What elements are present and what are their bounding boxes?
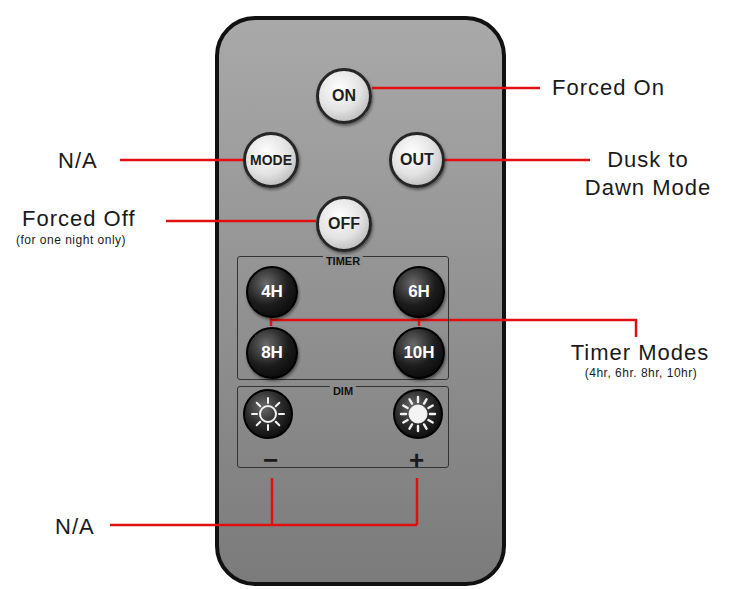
dim-plus-button <box>394 390 442 438</box>
sun-ray <box>257 422 261 426</box>
button-label: 10H <box>403 343 434 363</box>
sun-ray <box>252 413 257 415</box>
button-label: OFF <box>328 215 360 233</box>
callout-label: (4hr, 6hr. 8hr, 10hr) <box>585 366 698 380</box>
sun-ray <box>279 413 284 415</box>
sun-ray <box>403 406 407 409</box>
leader-line <box>271 317 636 337</box>
dim-minus-button <box>244 390 292 438</box>
group-heading: DIM <box>330 385 356 397</box>
sun-ray <box>430 413 435 415</box>
button-label: 8H <box>261 343 283 363</box>
timer-button: 8H <box>246 327 298 379</box>
sun-ray <box>417 426 419 431</box>
sun-ray <box>424 399 427 403</box>
leader-line <box>166 220 316 223</box>
callout-label: (for one night only) <box>16 233 126 247</box>
callout-label: Forced Off <box>22 206 136 232</box>
callout-label: Dusk to Dawn Mode <box>580 146 716 202</box>
out-button: OUT <box>389 132 445 188</box>
sun-ray <box>276 403 280 407</box>
button-label: ON <box>332 87 356 105</box>
button-label: MODE <box>250 152 292 168</box>
sun-ray <box>276 422 280 426</box>
sun-ray <box>267 425 269 430</box>
callout-label: Timer Modes <box>571 340 710 366</box>
sun-ray <box>428 406 432 409</box>
sun-ray <box>401 413 406 415</box>
off-button: OFF <box>316 196 372 252</box>
mode-button: MODE <box>243 132 299 188</box>
callout-label: N/A <box>58 148 98 174</box>
dim-sign: − <box>263 445 279 476</box>
sun-ray <box>410 424 413 428</box>
on-button: ON <box>316 68 372 124</box>
leader-line <box>120 159 243 162</box>
timer-button: 10H <box>393 327 445 379</box>
sun-ray <box>424 424 427 428</box>
sun-ray <box>267 398 269 403</box>
button-label: OUT <box>400 151 434 169</box>
button-label: 6H <box>408 282 430 302</box>
remote-body <box>217 18 504 584</box>
leader-line <box>445 159 590 162</box>
callout-label: Forced On <box>552 75 665 101</box>
callout-label: N/A <box>55 514 95 540</box>
leader-lines <box>110 88 636 525</box>
button-label: 4H <box>261 282 283 302</box>
sun-ray <box>410 399 413 403</box>
sun-ray <box>257 403 261 407</box>
timer-button: 4H <box>246 266 298 318</box>
timer-button: 6H <box>393 266 445 318</box>
timer-group: TIMER 4H 6H 8H 10H <box>237 256 449 380</box>
dim-sign: + <box>409 445 425 476</box>
leader-line <box>372 87 540 90</box>
group-heading: TIMER <box>323 255 363 267</box>
sun-ray <box>417 397 419 402</box>
sun-ray <box>403 420 407 423</box>
leader-line <box>110 478 417 525</box>
sun-ray <box>428 420 432 423</box>
